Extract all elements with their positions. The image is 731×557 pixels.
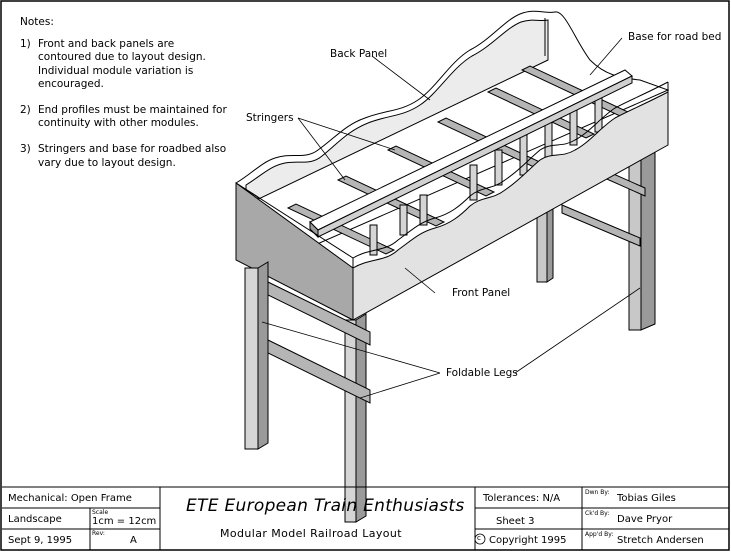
road-bed-base — [309, 69, 633, 239]
scale-field: 1cm = 12cm — [92, 516, 157, 527]
note-text: Stringers and base for roadbed also vary… — [38, 143, 227, 169]
rev-field: A — [130, 535, 137, 546]
rev-caption: Rev: — [92, 530, 105, 537]
copyright-symbol: c — [477, 534, 481, 542]
drawing-subtitle: Modular Model Railroad Layout — [220, 527, 402, 540]
checked-by-caption: Ck'd By: — [585, 510, 610, 517]
back-panel-label: Back Panel — [330, 48, 388, 60]
orientation-field: Landscape — [8, 514, 62, 525]
drawing-title: ETE European Train Enthusiasts — [186, 496, 465, 516]
leader-lines — [261, 37, 641, 399]
note-2: 2) End profiles must be maintained for c… — [20, 104, 230, 130]
front-panel-label: Front Panel — [452, 287, 511, 299]
drawn-by-field: Tobias Giles — [617, 493, 676, 504]
note-text: Front and back panels are contoured due … — [38, 38, 206, 90]
approved-by-field: Stretch Andersen — [617, 535, 704, 546]
front-panel — [235, 81, 669, 321]
notes-heading: Notes: — [20, 16, 54, 28]
front-legs — [244, 261, 371, 523]
sheet-field: Sheet 3 — [496, 516, 535, 527]
frame-posts — [369, 91, 603, 256]
foldable-legs-label: Foldable Legs — [446, 367, 518, 379]
note-number: 2) — [20, 104, 31, 117]
note-1: 1) Front and back panels are contoured d… — [20, 38, 230, 91]
tolerances-field: Tolerances: N/A — [483, 493, 561, 504]
title-block-lines — [2, 486, 729, 550]
copyright-field: Copyright 1995 — [489, 535, 567, 546]
stringers-label: Stringers — [246, 112, 294, 124]
notes-block: Notes: 1) Front and back panels are cont… — [20, 16, 230, 183]
drawn-by-caption: Dwn By: — [585, 489, 610, 496]
road-bed-base-label: Base for road bed — [628, 31, 722, 43]
scale-caption: Scale — [92, 509, 109, 516]
copyright-circle — [474, 533, 486, 545]
note-number: 1) — [20, 38, 31, 51]
checked-by-field: Dave Pryor — [617, 514, 673, 525]
approved-by-caption: App'd By: — [585, 531, 614, 538]
note-3: 3) Stringers and base for roadbed also v… — [20, 143, 230, 169]
note-number: 3) — [20, 143, 31, 156]
note-text: End profiles must be maintained for cont… — [38, 104, 227, 130]
mechanical-field: Mechanical: Open Frame — [8, 493, 132, 504]
date-field: Sept 9, 1995 — [8, 535, 73, 546]
